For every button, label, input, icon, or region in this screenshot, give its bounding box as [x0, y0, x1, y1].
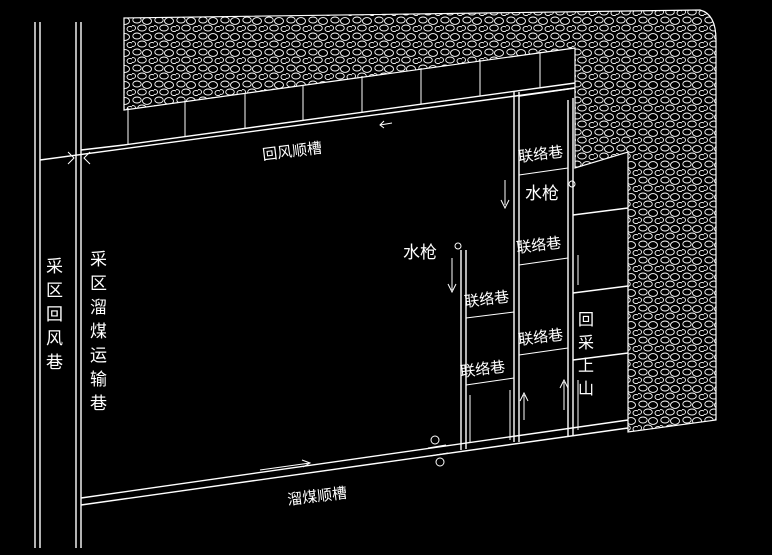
district-return-airway-char-3: 风: [46, 329, 63, 349]
upper-mountain-char-1: 采: [578, 333, 594, 352]
upper-mountain-char-3: 山: [578, 379, 594, 398]
district-return-airway-char-2: 回: [46, 305, 63, 325]
district-return-airway-char-4: 巷: [46, 353, 63, 373]
district-chute-lane-char-2: 溜: [90, 298, 107, 318]
district-chute-lane-char-3: 煤: [90, 322, 107, 342]
upper-mountain-char-2: 上: [578, 356, 594, 375]
label-return-air-trough: 回风顺槽: [261, 139, 323, 164]
district-return-airway-char-1: 区: [46, 281, 63, 301]
label-return-upper-mountain: 回 采 上 山: [578, 310, 594, 398]
label-chute-coal-trough: 溜煤顺槽: [286, 484, 348, 509]
label-crosscut-1: 联络巷: [517, 143, 564, 166]
goaf-rock-area: [123, 9, 717, 433]
label-crosscut-4: 联络巷: [517, 326, 564, 349]
district-chute-lane-char-0: 采: [90, 250, 107, 270]
district-chute-lane-char-6: 巷: [90, 394, 107, 414]
label-crosscut-2: 联络巷: [515, 234, 562, 257]
upper-mountain-char-0: 回: [578, 310, 594, 329]
working-face-right: [500, 87, 629, 436]
district-chute-lane-char-5: 输: [90, 370, 107, 390]
working-face-left: [447, 92, 520, 450]
label-water-gun-2: 水枪: [403, 243, 437, 263]
district-chute-lane-char-4: 运: [90, 346, 107, 366]
label-crosscut-5: 联络巷: [459, 358, 506, 381]
label-district-chute-coal-transport-lane: 采 区 溜 煤 运 输 巷: [90, 250, 107, 414]
district-chute-lane-char-1: 区: [90, 274, 107, 294]
label-district-return-airway: 采 区 回 风 巷: [46, 257, 63, 373]
district-return-airway-char-0: 采: [46, 257, 63, 277]
chute-coal-trough: [80, 419, 629, 506]
label-crosscut-3: 联络巷: [463, 288, 510, 311]
return-air-trough: [39, 52, 576, 161]
label-water-gun-1: 水枪: [525, 184, 559, 204]
